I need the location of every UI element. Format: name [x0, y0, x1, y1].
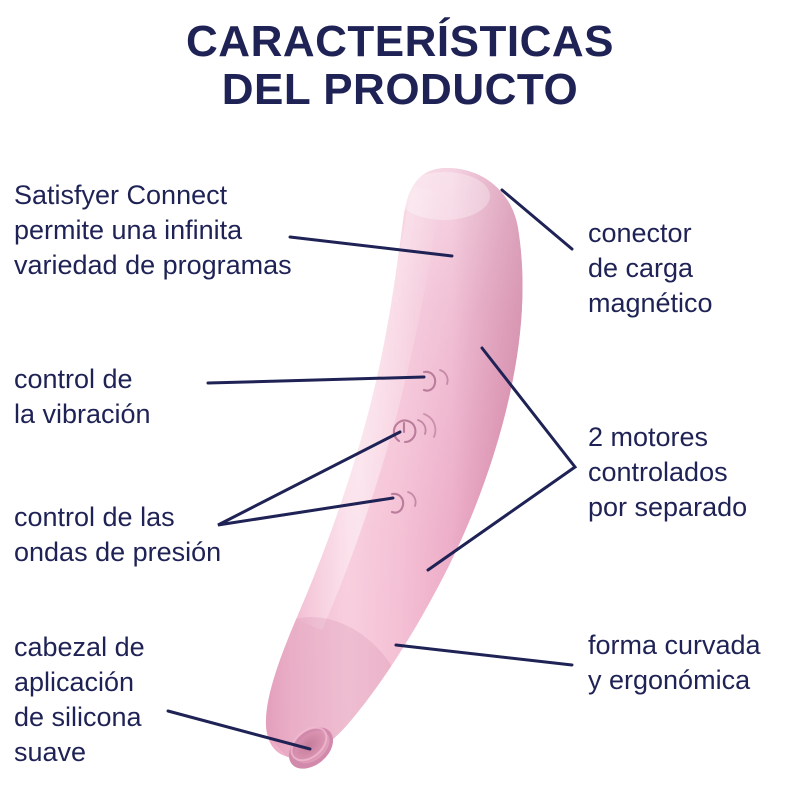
device-control-icons — [390, 369, 449, 514]
page-title-line-2: DEL PRODUCTO — [221, 64, 579, 114]
leader-line-curved-shape — [394, 643, 574, 667]
leader-line-vibration — [206, 375, 426, 385]
callout-label-charging-connector: conector de carga magnético — [588, 218, 713, 319]
power-button-icon — [392, 413, 437, 444]
page-title: CARACTERÍSTICAS DEL PRODUCTO — [0, 18, 800, 113]
page-title-line-1: CARACTERÍSTICAS — [186, 17, 614, 66]
leader-line-connector — [500, 188, 574, 251]
pressure-wave-icon — [390, 491, 417, 514]
callout-label-motors: 2 motores controlados por separado — [588, 422, 748, 523]
leader-line-motors — [426, 346, 578, 572]
callout-leader-lines — [166, 188, 578, 751]
leader-line-silicone-head — [166, 709, 312, 751]
callout-label-connect: Satisfyer Connect permite una infinita v… — [14, 180, 292, 281]
callout-label-vibration: control de la vibración — [14, 364, 151, 430]
callout-label-pressure-waves: control de las ondas de presión — [14, 502, 222, 568]
vibration-control-icon — [422, 369, 449, 392]
leader-line-connect — [288, 235, 454, 258]
leader-line-pressure-waves — [217, 430, 402, 527]
callout-label-silicone-head: cabezal de aplicación de silicona suave — [14, 632, 145, 768]
callout-label-curved-shape: forma curvada y ergonómica — [588, 630, 761, 696]
